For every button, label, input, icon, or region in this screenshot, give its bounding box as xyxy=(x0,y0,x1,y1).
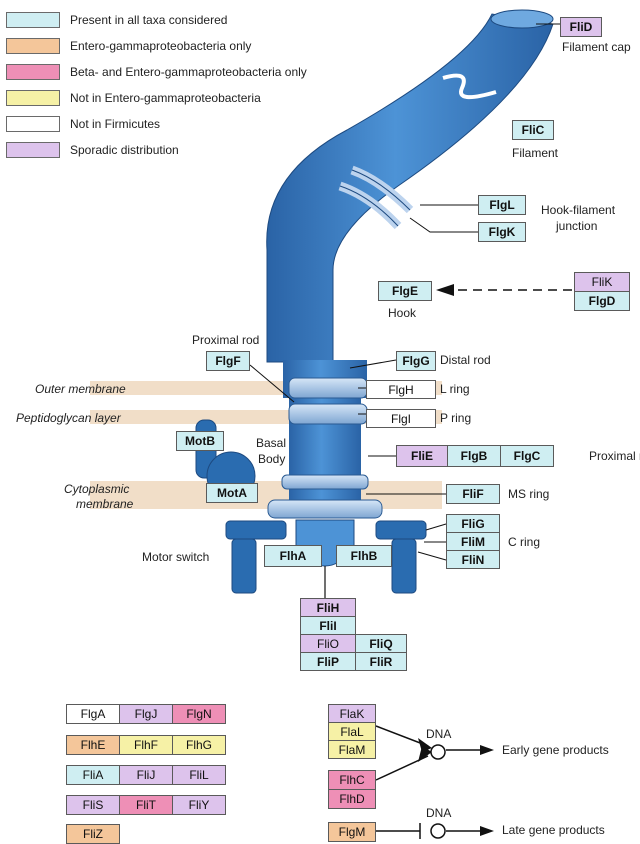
protein-flgn: FlgN xyxy=(172,704,226,724)
legend-swatch-entero xyxy=(6,38,60,54)
legend-swatch-not-entero xyxy=(6,90,60,106)
label-distal-rod: Distal rod xyxy=(440,353,491,367)
protein-flgj: FlgJ xyxy=(119,704,173,724)
protein-flhf: FlhF xyxy=(119,735,173,755)
legend-swatch-beta xyxy=(6,64,60,80)
c-ring-right-top xyxy=(375,520,427,540)
protein-flak: FlaK xyxy=(328,704,376,723)
protein-flhb: FlhB xyxy=(336,545,392,567)
junction-rings xyxy=(338,165,414,230)
label-l-ring: L ring xyxy=(440,382,470,396)
protein-flam: FlaM xyxy=(328,740,376,759)
protein-flig: FliG xyxy=(446,514,500,533)
label-outer-membrane: Outer membrane xyxy=(35,382,126,396)
protein-flhe: FlhE xyxy=(66,735,120,755)
protein-motb: MotB xyxy=(176,431,224,451)
label-motor-switch: Motor switch xyxy=(142,550,210,564)
ms-ring-upper xyxy=(281,474,369,490)
protein-flio: FliO xyxy=(300,634,356,653)
protein-flid: FliD xyxy=(560,17,602,37)
protein-flip: FliP xyxy=(300,652,356,671)
legend-swatch-all-taxa xyxy=(6,12,60,28)
filament-break xyxy=(442,73,497,100)
label-c-ring: C ring xyxy=(508,535,541,549)
protein-fliq: FliQ xyxy=(355,634,407,653)
label-dna-early: DNA xyxy=(426,727,452,741)
protein-flgc: FlgC xyxy=(500,445,554,467)
c-ring-left-post xyxy=(231,538,257,594)
protein-flhd: FlhD xyxy=(328,789,376,809)
label-hook: Hook xyxy=(388,306,417,320)
label-early-gene-products: Early gene products xyxy=(502,743,609,757)
protein-flii: FliI xyxy=(300,616,356,635)
protein-flgm: FlgM xyxy=(328,822,376,842)
protein-flhc: FlhC xyxy=(328,770,376,790)
protein-flih: FliH xyxy=(300,598,356,617)
protein-flgb: FlgB xyxy=(447,445,501,467)
protein-flif: FliF xyxy=(446,484,500,504)
protein-fliy: FliY xyxy=(172,795,226,815)
protein-flge: FlgE xyxy=(378,281,432,301)
p-ring-shape xyxy=(288,403,368,425)
protein-flia: FliA xyxy=(66,765,120,785)
label-hook-filament-junction-2: junction xyxy=(556,219,598,233)
label-basal-body-1: Basal xyxy=(256,436,287,450)
label-basal-body-2: Body xyxy=(258,452,286,466)
label-peptidoglycan-layer: Peptidoglycan layer xyxy=(16,411,121,425)
cytoplasmic-membrane-band xyxy=(90,481,442,509)
legend-label-beta: Beta- and Entero-gammaproteobacteria onl… xyxy=(70,65,307,79)
label-dna-late: DNA xyxy=(426,806,452,820)
dna-circle-early xyxy=(430,744,446,760)
protein-flim: FliM xyxy=(446,532,500,551)
protein-flgk: FlgK xyxy=(478,222,526,242)
protein-flal: FlaL xyxy=(328,722,376,741)
label-late-gene-products: Late gene products xyxy=(502,823,605,837)
legend-label-entero: Entero-gammaproteobacteria only xyxy=(70,39,252,53)
label-cytoplasmic-membrane-2: membrane xyxy=(76,497,134,511)
label-filament: Filament xyxy=(512,146,559,160)
protein-flir: FliR xyxy=(355,652,407,671)
protein-flij: FliJ xyxy=(119,765,173,785)
protein-flha: FlhA xyxy=(264,545,322,567)
label-p-ring: P ring xyxy=(440,411,472,425)
protein-flis: FliS xyxy=(66,795,120,815)
legend-swatch-not-firmicutes xyxy=(6,116,60,132)
protein-flgl: FlgL xyxy=(478,195,526,215)
protein-flga: FlgA xyxy=(66,704,120,724)
legend-label-not-entero: Not in Entero-gammaproteobacteria xyxy=(70,91,261,105)
label-cytoplasmic-membrane-1: Cytoplasmic xyxy=(64,482,130,496)
protein-flin: FliN xyxy=(446,550,500,569)
protein-flil: FliL xyxy=(172,765,226,785)
protein-flgg: FlgG xyxy=(396,351,436,371)
l-ring-shape xyxy=(288,377,368,399)
label-ms-ring: MS ring xyxy=(508,487,550,501)
c-ring-left-top xyxy=(225,520,287,540)
c-ring-right-post xyxy=(391,538,417,594)
protein-flgh: FlgH xyxy=(366,380,436,399)
protein-flgi: FlgI xyxy=(366,409,436,428)
protein-flit: FliT xyxy=(119,795,173,815)
protein-flhg: FlhG xyxy=(172,735,226,755)
protein-flgf: FlgF xyxy=(206,351,250,371)
regulation-lines xyxy=(375,725,484,839)
legend-swatch-sporadic xyxy=(6,142,60,158)
protein-flic: FliC xyxy=(512,120,554,140)
legend-label-not-firmicutes: Not in Firmicutes xyxy=(70,117,161,131)
protein-flie: FliE xyxy=(396,445,448,467)
legend-label-sporadic: Sporadic distribution xyxy=(70,143,179,157)
filament-tip xyxy=(490,9,554,29)
leader-lines xyxy=(249,23,560,561)
legend-label-all-taxa: Present in all taxa considered xyxy=(70,13,228,27)
protein-mota: MotA xyxy=(206,483,258,503)
protein-flik: FliK xyxy=(574,272,630,292)
protein-fliz: FliZ xyxy=(66,824,120,844)
label-proximal-rod-right: Proximal rod xyxy=(589,449,640,463)
label-hook-filament-junction-1: Hook-filament xyxy=(541,203,616,217)
label-proximal-rod-top: Proximal rod xyxy=(192,333,260,347)
ms-ring-lower xyxy=(267,499,383,519)
dna-circle-late xyxy=(430,823,446,839)
protein-flgd: FlgD xyxy=(574,291,630,311)
label-filament-cap: Filament cap xyxy=(562,40,631,54)
